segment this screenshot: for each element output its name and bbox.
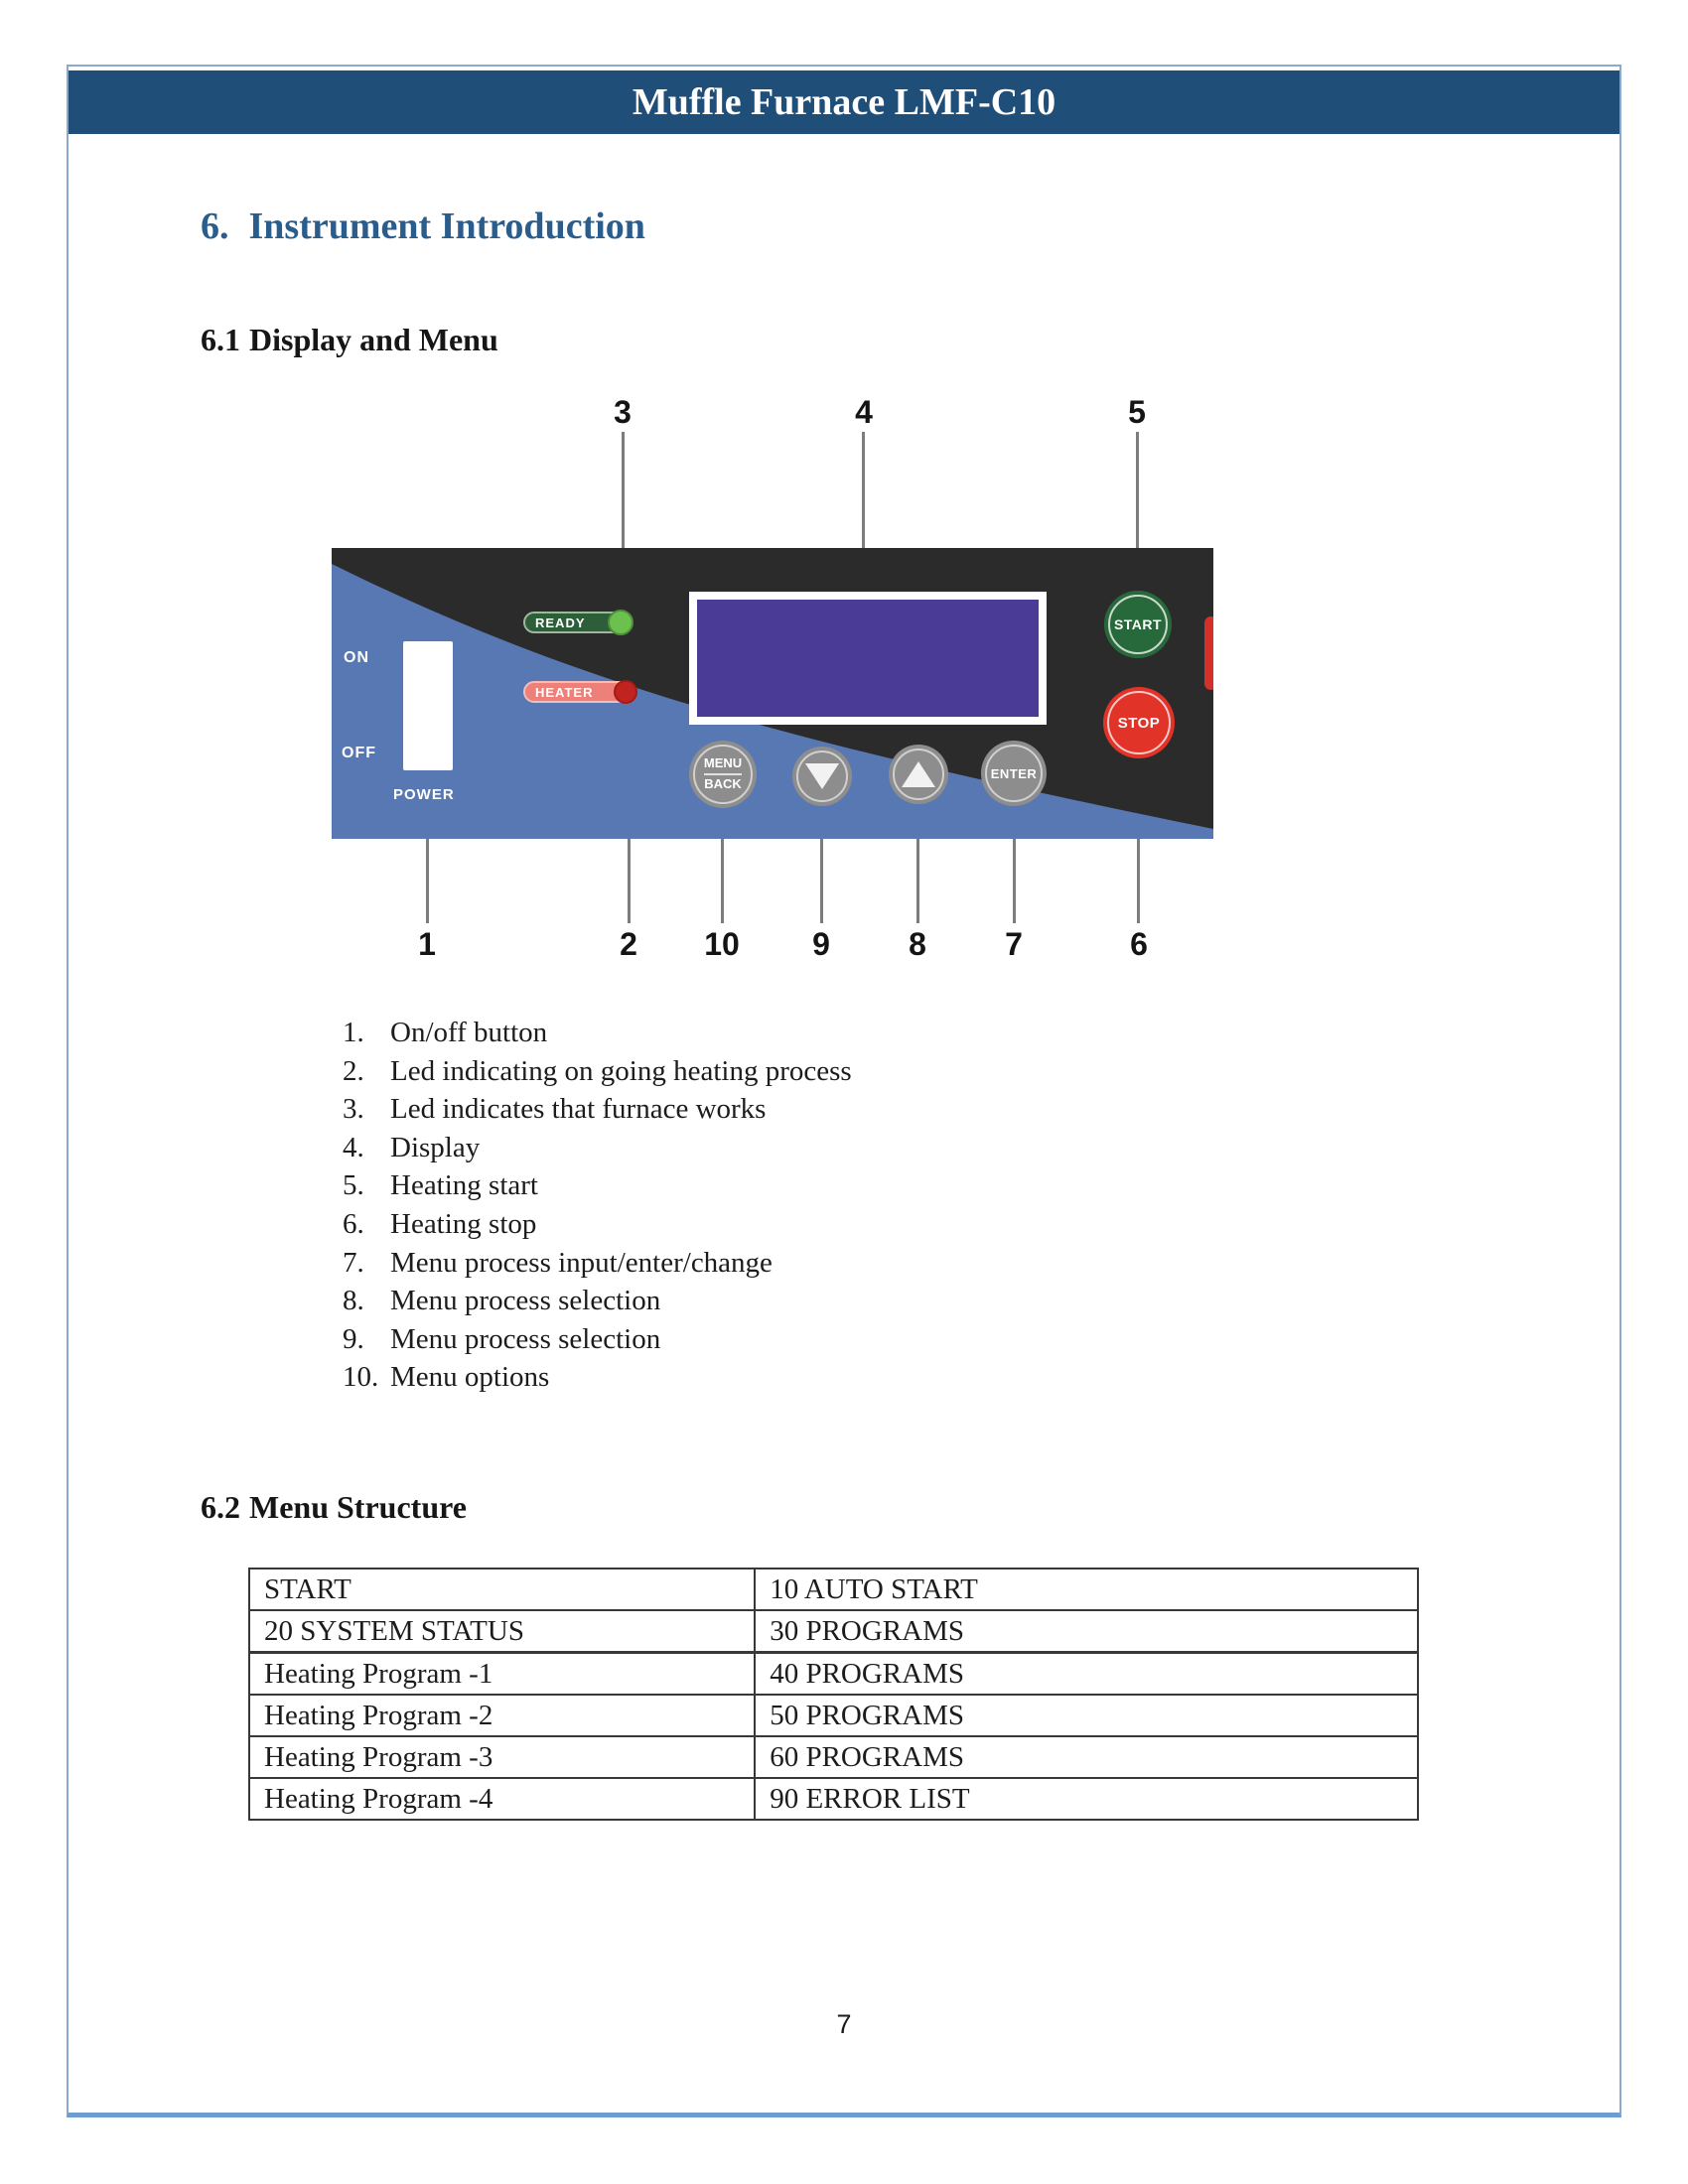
document-header: Muffle Furnace LMF-C10 <box>69 70 1619 134</box>
callout-number-8: 8 <box>909 926 926 962</box>
page-number: 7 <box>836 2009 852 2039</box>
control-panel-figure: 3 4 5 1 2 10 9 8 7 6 ON OFF POWER <box>332 392 1213 973</box>
section-number: 6. <box>201 205 229 247</box>
power-label: POWER <box>393 786 455 803</box>
heater-led-icon <box>614 680 637 704</box>
section-title: Instrument Introduction <box>248 205 645 247</box>
callout-number-9: 9 <box>812 926 830 962</box>
display-screen <box>689 592 1047 725</box>
stop-button: STOP <box>1103 687 1175 758</box>
heater-led-indicator: HEATER <box>523 680 637 704</box>
list-item: 3.Led indicates that furnace works <box>343 1093 767 1126</box>
list-item: 9.Menu process selection <box>343 1322 661 1355</box>
callout-number-10: 10 <box>704 926 740 962</box>
callout-number-7: 7 <box>1005 926 1023 962</box>
edge-red-indicator <box>1204 616 1213 690</box>
start-button-ring <box>1108 595 1168 654</box>
menu-label: MENU <box>703 755 743 771</box>
enter-button-ring <box>985 745 1043 802</box>
callout-line-8 <box>916 804 919 923</box>
start-button: START <box>1104 591 1172 658</box>
power-switch <box>403 641 453 770</box>
callout-number-2: 2 <box>620 926 637 962</box>
subsection-title: Display and Menu <box>249 322 498 357</box>
up-arrow-ring <box>893 749 944 800</box>
list-item: 10.Menu options <box>343 1361 550 1394</box>
subsection-number: 6.2 <box>201 1489 240 1525</box>
ready-label: READY <box>535 614 586 630</box>
callout-number-4: 4 <box>855 394 873 430</box>
callout-line-1 <box>426 806 429 923</box>
menu-back-button-ring <box>693 745 753 804</box>
callout-line-6 <box>1137 758 1140 923</box>
callout-number-3: 3 <box>614 394 632 430</box>
callout-line-5 <box>1136 432 1139 593</box>
menu-back-button: MENU BACK <box>689 741 757 808</box>
ready-led-icon <box>608 610 633 635</box>
list-item: 2.Led indicating on going heating proces… <box>343 1054 852 1087</box>
off-label: OFF <box>342 745 376 761</box>
callout-line-9 <box>820 806 823 923</box>
page-border-frame <box>67 65 1621 2117</box>
enter-button: ENTER <box>981 741 1047 806</box>
down-arrow-ring <box>796 751 848 802</box>
callout-line-10 <box>721 808 724 923</box>
stop-button-ring <box>1107 691 1171 754</box>
subsection-number: 6.1 <box>201 322 240 357</box>
up-arrow-button <box>889 745 948 804</box>
list-item: 5.Heating start <box>343 1169 538 1202</box>
list-item: 7.Menu process input/enter/change <box>343 1246 773 1279</box>
callout-line-7 <box>1013 806 1016 923</box>
heater-label: HEATER <box>535 684 594 700</box>
list-item: 6.Heating stop <box>343 1207 537 1240</box>
callout-line-3 <box>622 432 625 613</box>
back-label: BACK <box>703 773 743 792</box>
furnace-front-panel: ON OFF POWER READY HEATER START STOP <box>332 548 1213 839</box>
on-label: ON <box>344 649 369 666</box>
list-item: 4.Display <box>343 1131 481 1163</box>
section-heading: 6. Instrument Introduction <box>201 205 645 248</box>
ready-led-indicator: READY <box>523 610 633 635</box>
callout-number-5: 5 <box>1128 394 1146 430</box>
callout-line-4 <box>862 432 865 613</box>
subsection-heading-display-menu: 6.1 Display and Menu <box>201 322 498 358</box>
list-item: 8.Menu process selection <box>343 1285 661 1317</box>
document-title: Muffle Furnace LMF-C10 <box>632 81 1056 123</box>
down-arrow-button <box>792 747 852 806</box>
panel-legend-list: 1.On/off button 2.Led indicating on goin… <box>343 1014 852 1397</box>
callout-number-1: 1 <box>418 926 436 962</box>
subsection-title: Menu Structure <box>249 1489 467 1525</box>
callout-number-6: 6 <box>1130 926 1148 962</box>
list-item: 1.On/off button <box>343 1017 548 1048</box>
blue-panel-wedge <box>332 564 1213 839</box>
